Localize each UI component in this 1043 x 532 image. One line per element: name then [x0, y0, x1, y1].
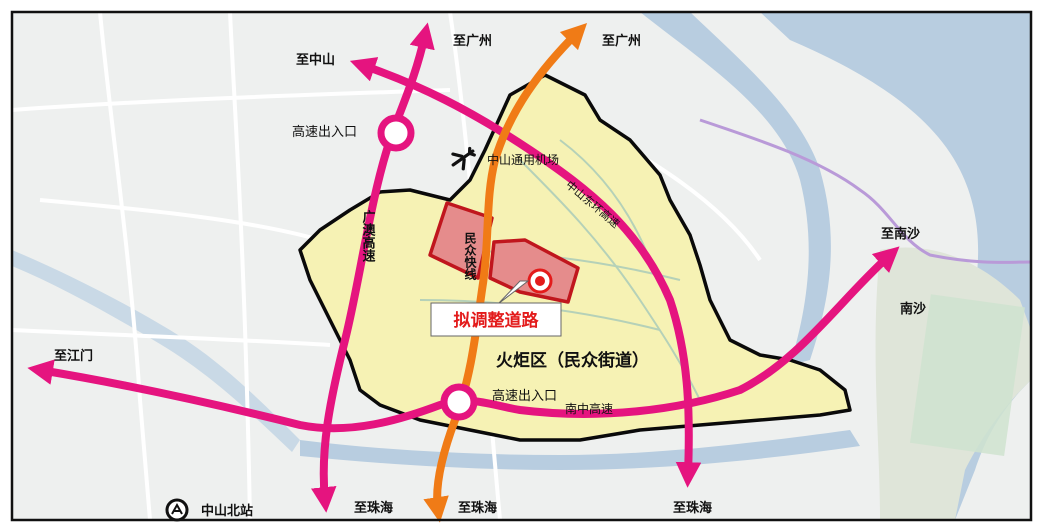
airplane-icon — [451, 146, 476, 171]
railway-station-icon — [165, 498, 189, 522]
label-nansha: 南沙 — [900, 301, 926, 317]
label-zhongshan-north-station: 中山北站 — [201, 503, 253, 519]
purple-boundary — [699, 118, 1032, 264]
callout-text: 拟调整道路 — [454, 310, 540, 331]
label-to-jiangmen: 至江门 — [54, 348, 93, 364]
label-highway-exit-south: 高速出入口 — [492, 388, 557, 404]
label-to-guangzhou-right: 至广州 — [602, 33, 641, 49]
label-minzhong-rapid-road: 民众快线 — [463, 232, 477, 281]
callout: 拟调整道路 — [430, 280, 562, 337]
label-to-guangzhou-left: 至广州 — [453, 33, 492, 49]
label-to-zhuhai-left: 至珠海 — [354, 500, 393, 516]
label-to-zhuhai-middle: 至珠海 — [458, 500, 497, 516]
arrow-minzhong-rapid-road — [423, 22, 588, 523]
label-highway-exit-north: 高速出入口 — [292, 124, 357, 140]
map-frame — [10, 10, 1033, 522]
label-guangao-expressway: 广澳高速 — [360, 209, 376, 263]
label-to-zhuhai-right: 至珠海 — [673, 500, 712, 516]
port-area — [910, 294, 1025, 456]
location-marker-icon — [527, 268, 553, 294]
label-district-name: 火炬区（民众街道） — [496, 350, 649, 371]
interchange-ring-icon — [377, 114, 415, 152]
label-airport: 中山通用机场 — [487, 152, 559, 167]
label-to-nansha: 至南沙 — [881, 226, 920, 242]
label-nanzhong-expressway: 南中高速 — [565, 401, 613, 416]
interchange-ring-icon — [440, 383, 478, 421]
label-to-zhongshan: 至中山 — [296, 52, 335, 68]
